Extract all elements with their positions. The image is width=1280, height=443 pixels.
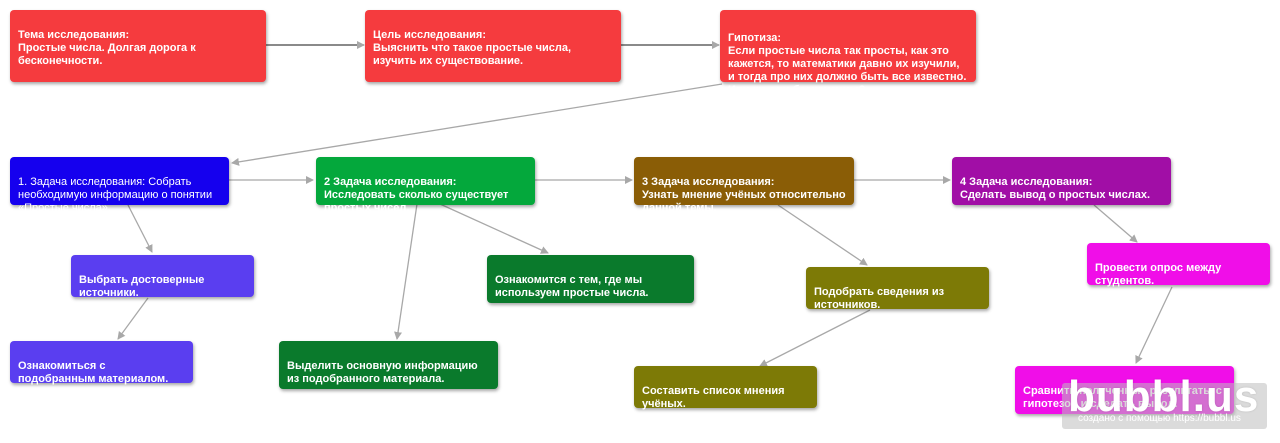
edge-task4-survey [1093,204,1138,243]
edge-task1-sources [127,204,153,253]
main-info-text: Выделить основную информацию из подобран… [287,360,478,385]
main-info-node[interactable]: Выделить основную информацию из подобран… [279,341,498,389]
task3-text: 3 Задача исследования: Узнать мнение учё… [642,176,846,214]
edge-sources-read [117,297,149,340]
task4-text: 4 Задача исследования: Сделать вывод о п… [960,176,1151,201]
task3-node[interactable]: 3 Задача исследования: Узнать мнение учё… [634,157,854,214]
hypothesis-node[interactable]: Гипотиза: Если простые числа так просты,… [720,10,976,96]
goal-node[interactable]: Цель исследования: Выяснить что такое пр… [365,10,621,82]
task1-node[interactable]: 1. Задача исследования: Собрать необходи… [10,157,229,214]
usage-text: Ознакомится с тем, где мы используем про… [495,274,649,299]
edge-survey-compare [1135,286,1173,364]
edge-task3-gather [777,204,868,266]
task2-text: 2 Задача исследования: Исследовать сколь… [324,176,509,214]
bubblus-logo: bubbl.us [1068,372,1260,421]
goal-text: Цель исследования: Выяснить что такое пр… [373,29,572,67]
list-text: Составить список мнения учёных. [642,385,785,410]
sources-node[interactable]: Выбрать достоверные источники. [71,255,254,299]
topic-node[interactable]: Тема исследования: Простые числа. Долгая… [10,10,266,82]
gather-text: Подобрать сведения из источников. [814,286,945,311]
read-node[interactable]: Ознакомиться с подобранным материалом. [10,341,193,385]
gather-node[interactable]: Подобрать сведения из источников. [806,267,989,311]
task1-text: 1. Задача исследования: Собрать необходи… [18,176,213,214]
survey-text: Провести опрос между студентов. [1095,262,1222,287]
read-text: Ознакомиться с подобранным материалом. [18,360,169,385]
task4-node[interactable]: 4 Задача исследования: Сделать вывод о п… [952,157,1171,205]
watermark-backdrop [1062,383,1267,429]
survey-node[interactable]: Провести опрос между студентов. [1087,243,1270,287]
usage-node[interactable]: Ознакомится с тем, где мы используем про… [487,255,694,303]
topic-text: Тема исследования: Простые числа. Долгая… [18,29,196,67]
sources-text: Выбрать достоверные источники. [79,274,205,299]
edge-task2-usage [439,203,549,254]
edge-task2-main [394,203,418,340]
hypothesis-text: Гипотиза: Если простые числа так просты,… [728,32,967,96]
task2-node[interactable]: 2 Задача исследования: Исследовать сколь… [316,157,535,214]
edge-gather-list [759,309,871,367]
edge-hypothesis-task1 [231,83,723,166]
list-node[interactable]: Составить список мнения учёных. [634,366,817,410]
watermark-caption: создано с помощью https://bubbl.us [1078,413,1241,424]
